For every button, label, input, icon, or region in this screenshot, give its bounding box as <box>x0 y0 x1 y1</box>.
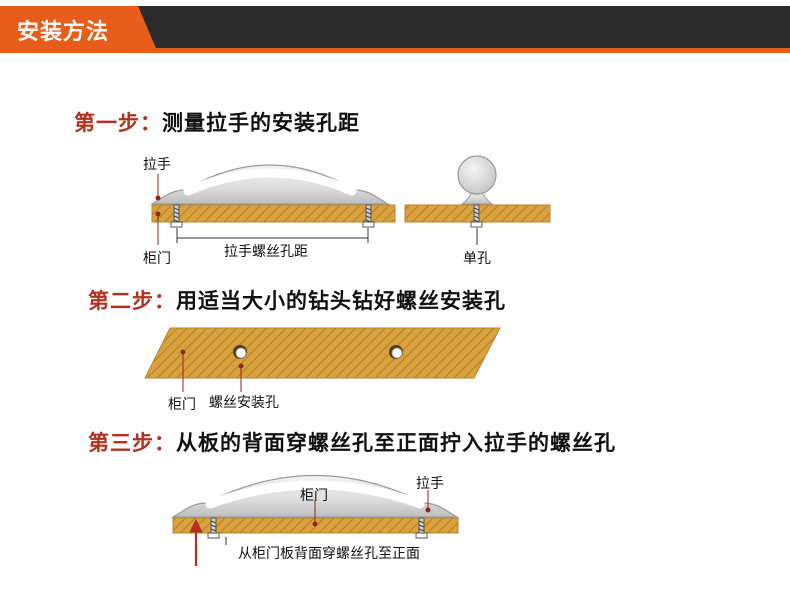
step-1-door-label: 柜门 <box>143 251 171 267</box>
step-1-text: 测量拉手的安装孔距 <box>162 111 360 135</box>
step-2-text: 用适当大小的钻头钻好螺丝安装孔 <box>176 289 506 313</box>
step-2-prefix: 第二步： <box>88 289 176 313</box>
section-header: 安装方法 <box>0 0 790 56</box>
bow-handle <box>149 164 391 205</box>
screw <box>470 204 483 228</box>
step-1-prefix: 第一步： <box>74 111 162 135</box>
step-1-single-label: 单孔 <box>463 251 491 267</box>
screw <box>207 517 220 539</box>
step-1-spacing-label: 拉手螺丝孔距 <box>224 244 308 260</box>
drilled-hole <box>389 345 403 359</box>
step-2-title: 第二步：用适当大小的钻头钻好螺丝安装孔 <box>88 285 506 315</box>
step-3-title: 第三步：从板的背面穿螺丝孔至正面拧入拉手的螺丝孔 <box>88 427 616 457</box>
screw <box>170 204 183 228</box>
step-2-door-label: 柜门 <box>168 397 196 413</box>
step-1-title: 第一步：测量拉手的安装孔距 <box>74 107 360 137</box>
step-3-text: 从板的背面穿螺丝孔至正面拧入拉手的螺丝孔 <box>176 431 616 455</box>
header-title: 安装方法 <box>17 20 110 45</box>
knob-handle <box>457 155 497 205</box>
step-3-through-label: 从柜门板背面穿螺丝孔至正面 <box>238 546 420 562</box>
door-panel <box>144 327 501 379</box>
screw <box>415 517 428 539</box>
header-banner <box>0 6 790 53</box>
step-3-handle-label: 拉手 <box>416 476 444 492</box>
step-2-hole-label: 螺丝安装孔 <box>209 395 279 411</box>
drilled-hole <box>233 345 247 359</box>
direction-arrow <box>189 518 203 566</box>
step-3-door-label: 柜门 <box>300 488 328 504</box>
step-3-prefix: 第三步： <box>88 431 176 455</box>
door-board <box>151 204 396 223</box>
step-1-handle-label: 拉手 <box>143 157 171 173</box>
spacing-dimension <box>176 228 369 243</box>
bow-handle <box>170 474 460 518</box>
screw <box>362 204 375 228</box>
